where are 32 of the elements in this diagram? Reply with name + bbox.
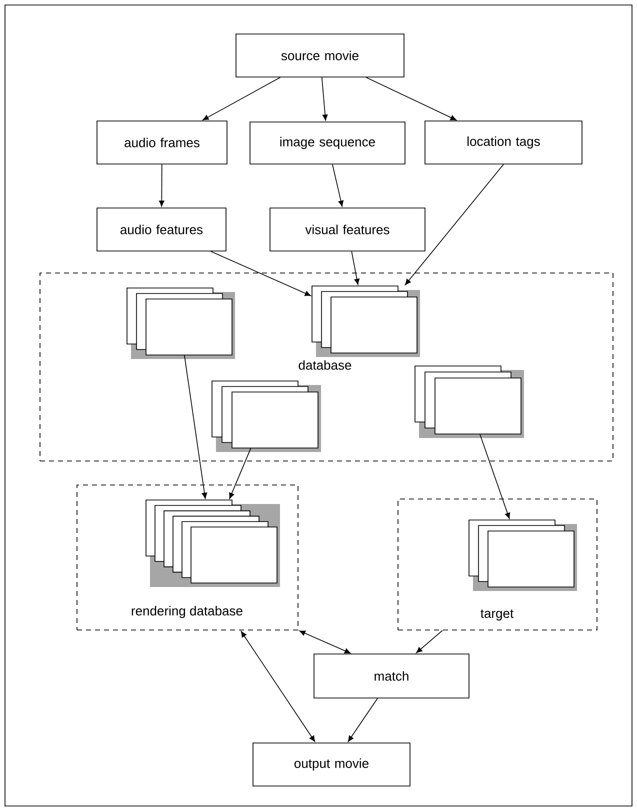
process-box: source movie (236, 34, 404, 78)
card-stack (212, 380, 321, 452)
arrow (480, 434, 510, 519)
arrow (229, 448, 252, 499)
group-label: target (480, 609, 514, 621)
group-label: database (298, 360, 352, 370)
card-stack (312, 286, 420, 357)
arrow (299, 630, 351, 654)
process-box: match (314, 654, 470, 698)
arrow (240, 631, 316, 742)
arrow (321, 77, 328, 121)
card-stack (146, 500, 280, 587)
card-stack (414, 366, 524, 438)
arrow (416, 630, 443, 654)
arrow (159, 164, 164, 207)
process-box: location tags (424, 120, 582, 164)
arrow (348, 698, 378, 742)
arrow (202, 77, 281, 120)
arrow (366, 77, 456, 120)
group-label: rendering database (132, 606, 242, 618)
arrow (351, 251, 360, 285)
process-box: output movie (252, 742, 410, 786)
arrow (184, 354, 208, 499)
card-stack (468, 520, 577, 591)
arrow (405, 164, 504, 286)
process-box: audio frames (96, 120, 228, 164)
card-stack (126, 288, 235, 359)
process-box: visual features (270, 208, 426, 252)
process-box: image sequence (250, 122, 406, 164)
process-box: audio features (96, 208, 226, 252)
arrow (332, 164, 344, 207)
arrow (210, 251, 311, 296)
